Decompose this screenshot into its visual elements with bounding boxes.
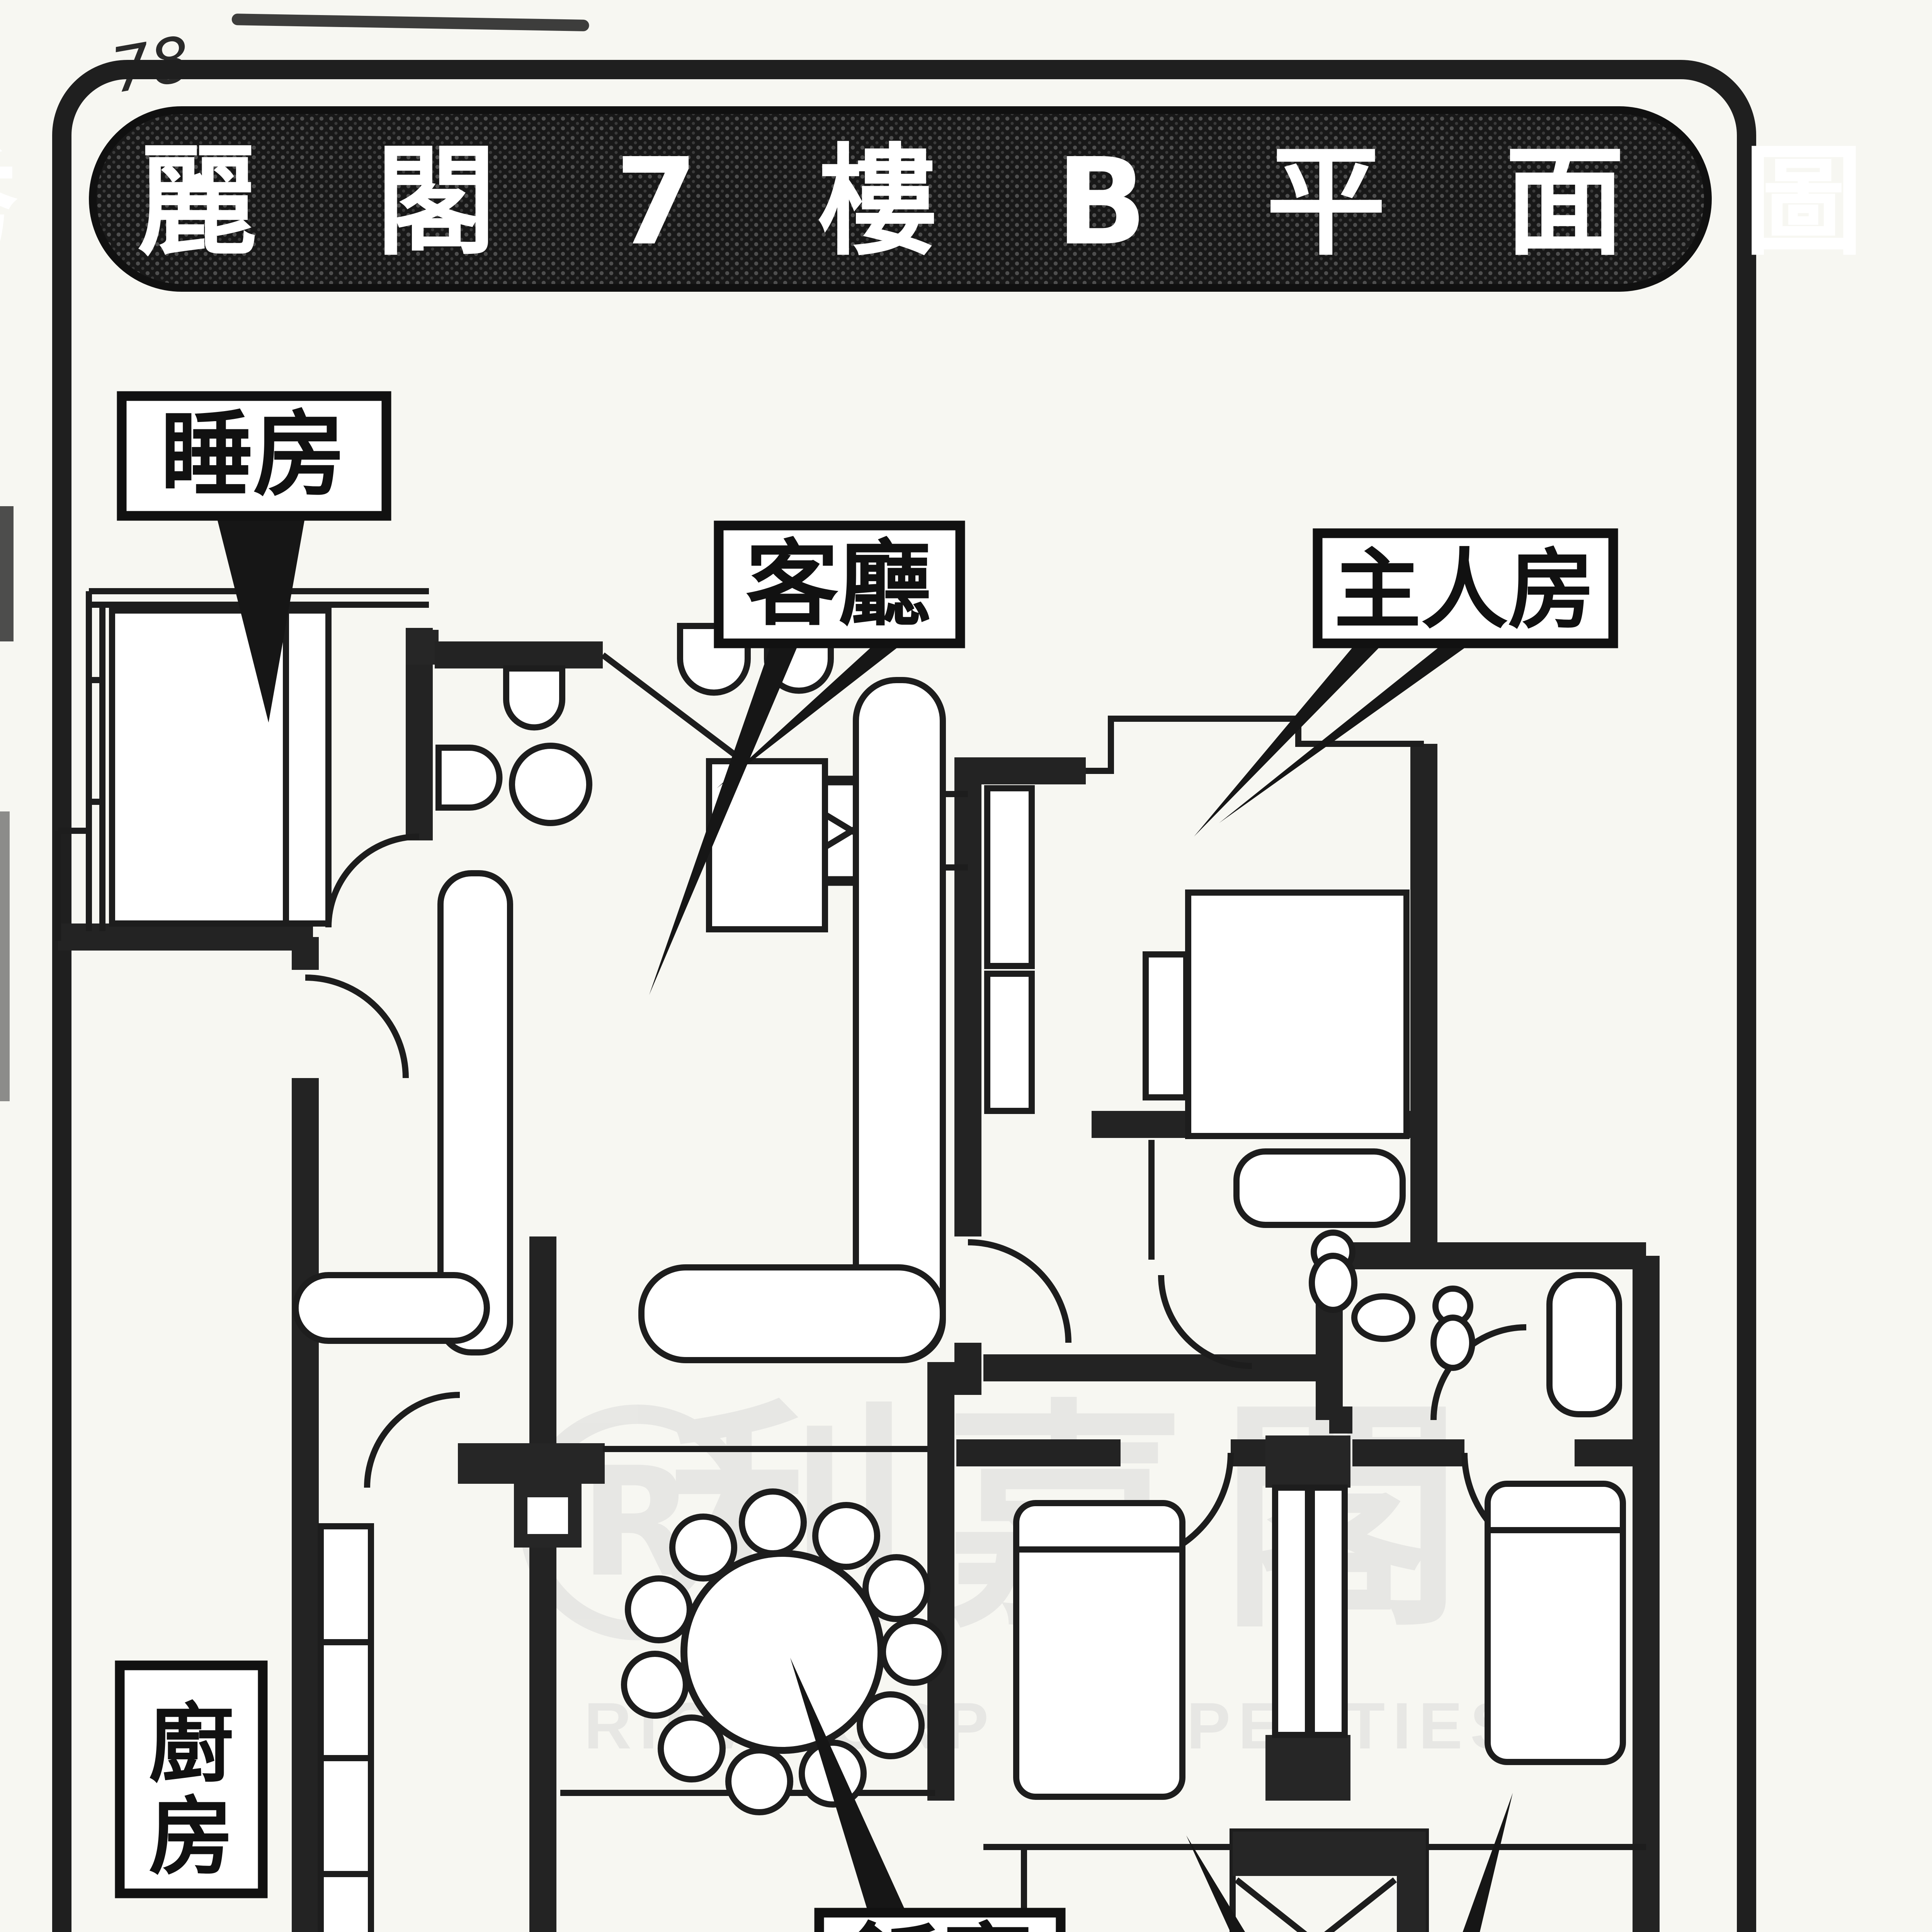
toilet-master-bowl	[1309, 1253, 1357, 1313]
bathtub-master	[1233, 1148, 1406, 1228]
dining-table	[680, 1550, 884, 1754]
label-text-master-bedroom: 主人房	[1334, 540, 1595, 641]
label-text-dining-room: 飯廳	[846, 1913, 1032, 1932]
bidet-guest-icon	[435, 745, 503, 811]
bathtub-right	[1546, 1272, 1622, 1417]
wardrobe-divider-2	[1309, 1485, 1348, 1738]
master-bed	[1185, 889, 1410, 1139]
bed-bottom-right	[1485, 1481, 1626, 1765]
scan-smudge-left	[0, 506, 14, 641]
label-master-bedroom: 主人房	[1313, 528, 1618, 648]
page-title: 秀 麗 閣 7 樓 B 平 面 圖	[0, 133, 1902, 272]
hall-bench	[293, 1272, 490, 1344]
label-living-room: 客廳	[714, 520, 965, 648]
master-wardrobe-1	[984, 785, 1035, 969]
label-leaders	[216, 516, 1513, 1932]
bed-top-left	[109, 607, 332, 927]
master-wardrobe-2	[984, 971, 1035, 1114]
scan-smudge-top	[231, 14, 589, 31]
sofa-vertical-arm	[853, 677, 946, 1363]
dining-table-set	[621, 1488, 948, 1815]
wardrobe-divider-1	[1272, 1485, 1311, 1738]
master-pillow	[1143, 951, 1189, 1100]
label-text-bedroom-top-left: 睡房	[160, 401, 346, 509]
sofa-horizontal-arm	[638, 1264, 946, 1363]
toilet-right-bowl	[1430, 1315, 1475, 1371]
toilet-guest-icon	[503, 665, 565, 731]
page-frame-border	[52, 60, 1756, 1932]
basin-right-bath	[1351, 1293, 1415, 1342]
walls-thick	[58, 628, 1660, 1932]
label-dining-room: 飯廳	[814, 1908, 1066, 1932]
bed-bottom-left	[1013, 1500, 1185, 1800]
basin-guest-icon	[509, 743, 592, 826]
label-text-kitchen-2: 房	[149, 1787, 234, 1886]
scan-smudge-left2	[0, 811, 10, 1101]
label-text-living-room: 客廳	[746, 530, 931, 638]
label-kitchen: 廚 房	[115, 1660, 268, 1898]
hall-cabinet	[437, 870, 513, 1355]
label-bedroom-top-left: 睡房	[117, 391, 391, 521]
label-text-kitchen-1: 廚	[149, 1695, 234, 1794]
room-labels: 睡房 客廳 主人房 廚 房 飯廳 睡房 工作間	[115, 391, 1618, 1932]
title-banner: 秀 麗 閣 7 樓 B 平 面 圖	[0, 106, 1902, 292]
